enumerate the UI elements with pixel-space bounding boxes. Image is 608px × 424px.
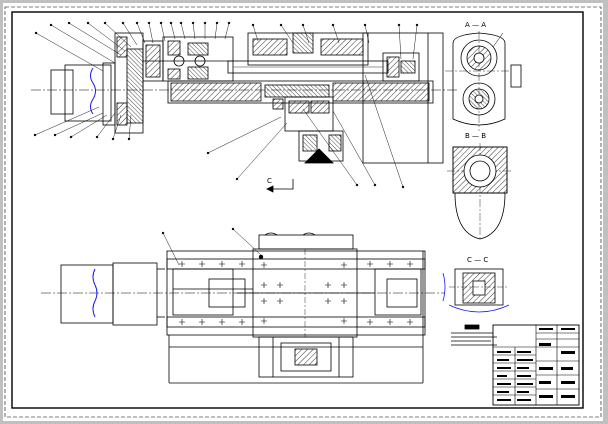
section-label-c-c: C — C xyxy=(467,256,488,264)
section-view-b-b xyxy=(447,143,513,240)
section-view-a-a xyxy=(445,31,522,131)
technical-notes xyxy=(451,332,497,346)
title-block-text-marks xyxy=(497,328,575,401)
plan-view xyxy=(41,232,445,384)
section-label-a-a: A — A xyxy=(465,21,486,29)
drawing-frame xyxy=(11,11,584,409)
section-view-c-c xyxy=(442,268,510,330)
drawing-sheet: C xyxy=(3,3,603,421)
leader-lines-plan xyxy=(161,227,264,266)
view-marker-c: C xyxy=(267,177,272,185)
section-label-b-b: B — B xyxy=(465,132,486,140)
leader-lines-top xyxy=(33,21,419,189)
sheet-border xyxy=(4,6,602,418)
main-section-view xyxy=(31,32,458,193)
plan-view-fasteners xyxy=(179,261,413,325)
title-block xyxy=(492,324,580,406)
